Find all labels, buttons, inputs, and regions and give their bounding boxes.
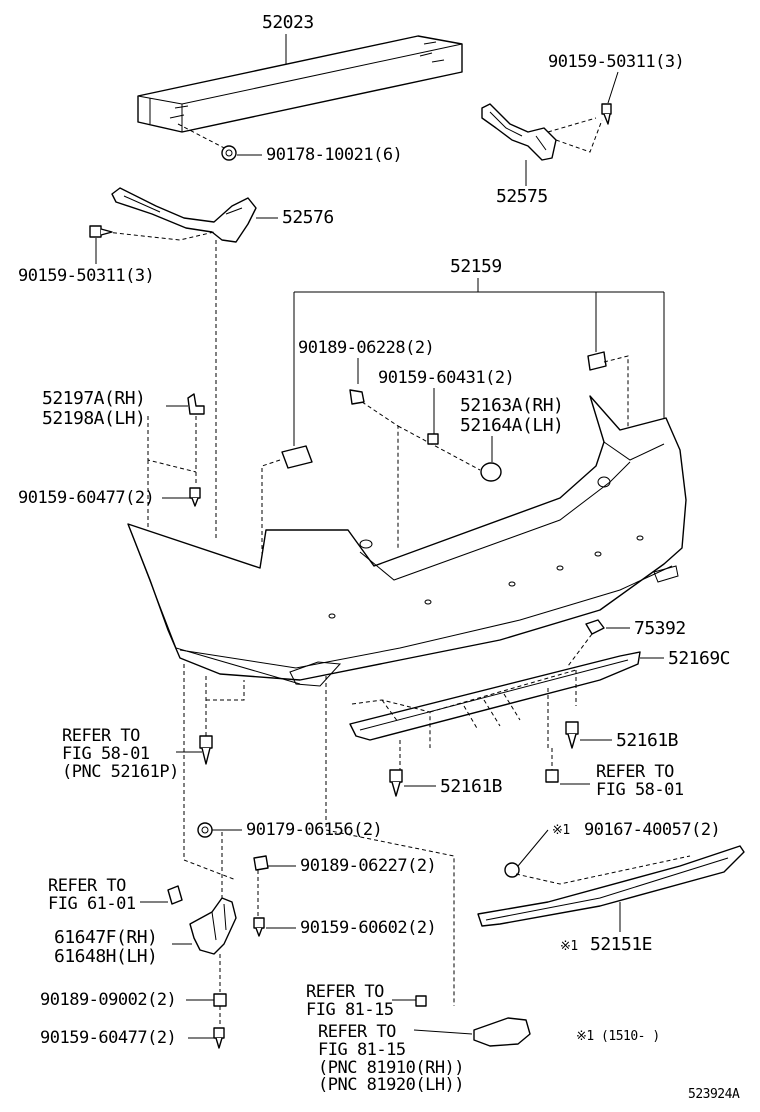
clip-90167-40057[interactable] [504,862,520,878]
screw-fig58-right[interactable] [545,769,559,783]
note-1510: ※1 (1510- ) [576,1029,660,1044]
bracket-61647f[interactable] [189,897,237,955]
label-52151e: 52151E [590,934,653,955]
label-fig-58-01-b: FIG 58-01 [596,780,684,800]
label-90159-50311-lh: 90159-50311(3) [18,266,155,286]
leader-90167 [517,829,549,867]
reflector-81910[interactable] [473,1017,531,1047]
dash-52576 [105,231,215,241]
label-75392: 75392 [634,618,686,639]
label-52161b-center: 52161B [440,776,503,797]
screw-52161b-center[interactable] [389,769,403,797]
dash-left-lower [183,664,245,881]
dash-reflector [325,676,455,1006]
part-52576-bracket[interactable] [111,187,257,243]
retainer-52169c[interactable] [349,651,641,741]
clip-90189-06228[interactable] [349,389,365,405]
label-90189-06228: 90189-06228(2) [298,338,435,358]
dash-52169c [351,669,577,776]
label-90159-50311-rh: 90159-50311(3) [548,52,685,72]
label-90189-09002: 90189-09002(2) [40,990,177,1010]
nut-90189-09002[interactable] [213,993,227,1007]
label-refer-to-5: REFER TO [318,1022,396,1042]
clip-90189-06227[interactable] [253,855,269,871]
label-fig-58-01-a: FIG 58-01 [62,744,150,764]
screw-90159-60477-upper[interactable] [189,487,201,507]
label-90159-60431: 90159-60431(2) [378,368,515,388]
label-52197a: 52197A(RH) [42,388,146,409]
mark-1-90167: ※1 [552,823,570,838]
part-52023-beam[interactable] [137,35,463,133]
label-52163a: 52163A(RH) [460,395,564,416]
dash-75392 [567,633,593,667]
leader-fig81-b [413,1029,473,1035]
label-90159-60602: 90159-60602(2) [300,918,437,938]
leader-90159-50311-rh [607,71,619,104]
diagram-id: 523924A [688,1087,740,1102]
pad-right[interactable] [587,351,607,371]
label-pnc-52161p: (PNC 52161P) [62,762,179,782]
label-refer-to-1: REFER TO [62,726,140,746]
label-90179: 90179-06156(2) [246,820,383,840]
frame-52159 [293,278,665,446]
label-90167: 90167-40057(2) [584,820,721,840]
label-52159: 52159 [450,256,502,277]
label-52161b-right: 52161B [616,730,679,751]
garnish-52151e[interactable] [477,845,745,927]
label-fig-81-15-b: FIG 81-15 [318,1040,406,1060]
label-90189-06227: 90189-06227(2) [300,856,437,876]
label-refer-to-3: REFER TO [48,876,126,896]
nut-90179-06156[interactable] [197,822,213,838]
bolt-90159-50311-rh[interactable] [601,103,612,125]
clip-75392[interactable] [585,619,605,635]
label-52169c: 52169C [668,648,731,669]
label-90159-60477-lower: 90159-60477(2) [40,1028,177,1048]
label-fig-61-01: FIG 61-01 [48,894,136,914]
label-61648h: 61648H(LH) [54,946,158,967]
label-refer-to-2: REFER TO [596,762,674,782]
screw-fig58-left[interactable] [199,735,213,765]
clip-fig61[interactable] [167,885,183,905]
label-90178: 90178-10021(6) [266,145,403,165]
label-pnc-81920: (PNC 81920(LH)) [318,1075,465,1095]
dash-52023-nut [177,123,229,151]
cap-52163a[interactable] [480,462,502,482]
label-52198a: 52198A(LH) [42,408,146,429]
label-90159-60477-upper: 90159-60477(2) [18,488,155,508]
label-52164a: 52164A(LH) [460,415,564,436]
screw-fig81[interactable] [415,995,427,1007]
bolt-90159-50311-lh[interactable] [89,225,113,238]
bumper-cover-52159[interactable] [127,395,687,687]
dash-90167 [515,855,691,885]
screw-90159-60477-lower[interactable] [213,1027,225,1049]
part-52575-bracket[interactable] [481,103,557,161]
pad-left[interactable] [281,445,313,469]
label-52023: 52023 [262,12,314,33]
mark-1-52151e: ※1 [560,939,578,954]
dash-52575 [547,117,603,153]
screw-90159-60431[interactable] [427,433,439,445]
label-61647f: 61647F(RH) [54,927,158,948]
screw-90159-60602[interactable] [253,917,265,937]
label-pnc-81910: (PNC 81910(RH)) [318,1058,465,1078]
dash-90189-06228 [361,401,481,548]
label-52575: 52575 [496,186,548,207]
label-fig-81-15-a: FIG 81-15 [306,1000,394,1020]
clip-52197a[interactable] [187,393,205,415]
label-refer-to-4: REFER TO [306,982,384,1002]
screw-52161b-right[interactable] [565,721,579,749]
nut-90178-10021[interactable] [221,145,237,161]
label-52576: 52576 [282,207,334,228]
dash-52197a [147,416,197,486]
